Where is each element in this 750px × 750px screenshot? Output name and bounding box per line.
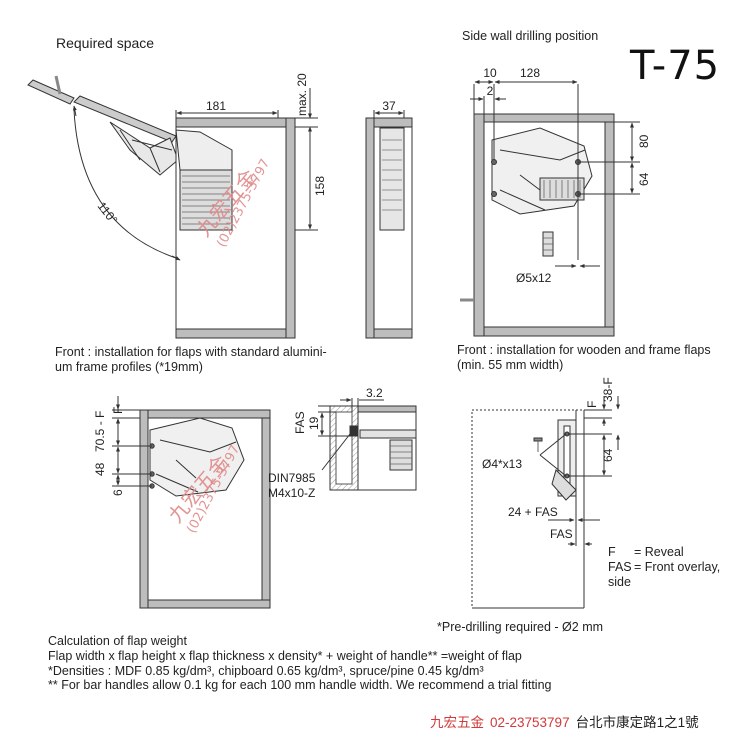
- legend-fas-key: FAS: [608, 560, 632, 574]
- dim-angle-110: 110°: [95, 199, 121, 227]
- dim-10: 10: [483, 66, 497, 80]
- contact-footer: 九宏五金 02-23753797 台北市康定路1之1號: [430, 711, 699, 731]
- dim-3-2: 3.2: [366, 386, 383, 400]
- section-title-side-wall: Side wall drilling position: [462, 29, 599, 43]
- contact-address: 台北市康定路1之1號: [575, 715, 699, 730]
- caption-front-wood-line2: (min. 55 mm width): [457, 358, 564, 372]
- contact-brand: 九宏五金: [430, 715, 484, 730]
- dim-64-bottom: 64: [601, 448, 615, 462]
- dim-hole-5x12: Ø5x12: [516, 271, 552, 285]
- dim-24-fas: 24 + FAS: [508, 505, 558, 519]
- label-screw-m4x10: M4x10-Z: [268, 486, 315, 500]
- dim-48: 48: [93, 462, 107, 476]
- dim-37: 37: [382, 99, 396, 113]
- dim-FAS-profile: FAS: [293, 411, 307, 434]
- dim-64-top: 64: [637, 172, 651, 186]
- dim-FAS-right: FAS: [550, 527, 573, 541]
- dim-max-20: max. 20: [295, 73, 309, 116]
- dim-128: 128: [520, 66, 540, 80]
- caption-front-alu-line2: um frame profiles (*19mm): [55, 360, 203, 374]
- legend-fas-value-2: side: [608, 575, 631, 589]
- dim-6: 6: [111, 489, 125, 496]
- caption-front-wood-line1: Front : installation for wooden and fram…: [457, 343, 711, 357]
- contact-phone: 02-23753797: [490, 715, 570, 730]
- caption-front-alu-line1: Front : installation for flaps with stan…: [55, 345, 327, 359]
- calc-formula: Flap width x flap height x flap thicknes…: [48, 649, 522, 663]
- dim-F-left: F: [111, 407, 125, 414]
- calc-handles: ** For bar handles allow 0.1 kg for each…: [48, 678, 552, 692]
- drawing-front-alu: [112, 396, 271, 609]
- legend-fas-value: = Front overlay,: [634, 560, 721, 574]
- dim-38-F: 38-F: [601, 377, 615, 402]
- drawing-profile-detail: [318, 398, 417, 491]
- dim-hole-4x13: Ø4*x13: [482, 457, 522, 471]
- drawing-required-space: [27, 75, 318, 339]
- drawing-side-wall: [460, 80, 640, 337]
- caption-predrill: *Pre-drilling required - Ø2 mm: [437, 620, 604, 634]
- dim-158: 158: [313, 176, 327, 196]
- drawing-side-profile: [365, 110, 413, 339]
- dim-70-5-F: 70.5 - F: [93, 411, 107, 452]
- legend-f-value: = Reveal: [634, 545, 684, 559]
- dim-19: 19: [307, 416, 321, 430]
- legend-f-key: F: [608, 545, 616, 559]
- dim-F-right: F: [585, 401, 599, 408]
- dim-2: 2: [487, 84, 494, 98]
- label-din7985: DIN7985: [268, 471, 316, 485]
- dim-181: 181: [206, 99, 226, 113]
- drawing-front-wood: [471, 396, 620, 609]
- section-title-required-space: Required space: [56, 35, 155, 51]
- calc-densities: *Densities : MDF 0.85 kg/dm³, chipboard …: [48, 664, 484, 678]
- calc-title: Calculation of flap weight: [48, 634, 187, 648]
- model-number: T-75: [630, 43, 721, 89]
- dim-80: 80: [637, 134, 651, 148]
